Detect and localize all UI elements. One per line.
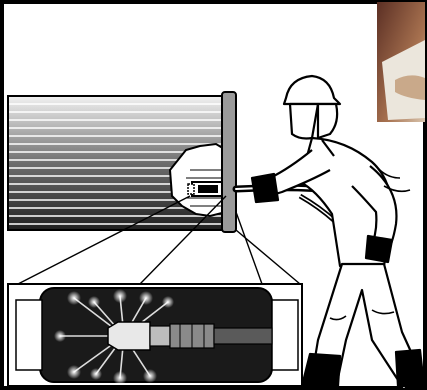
boot-icon — [302, 354, 340, 386]
tube-sheet-flange — [222, 92, 236, 232]
photo-fragment — [377, 2, 425, 122]
glove-icon — [366, 236, 392, 262]
face-shield-icon — [290, 104, 318, 139]
lance-nozzle — [188, 182, 226, 196]
nozzle-detail-inset — [8, 284, 302, 386]
glove-icon — [252, 174, 278, 202]
boot-icon — [396, 350, 424, 386]
